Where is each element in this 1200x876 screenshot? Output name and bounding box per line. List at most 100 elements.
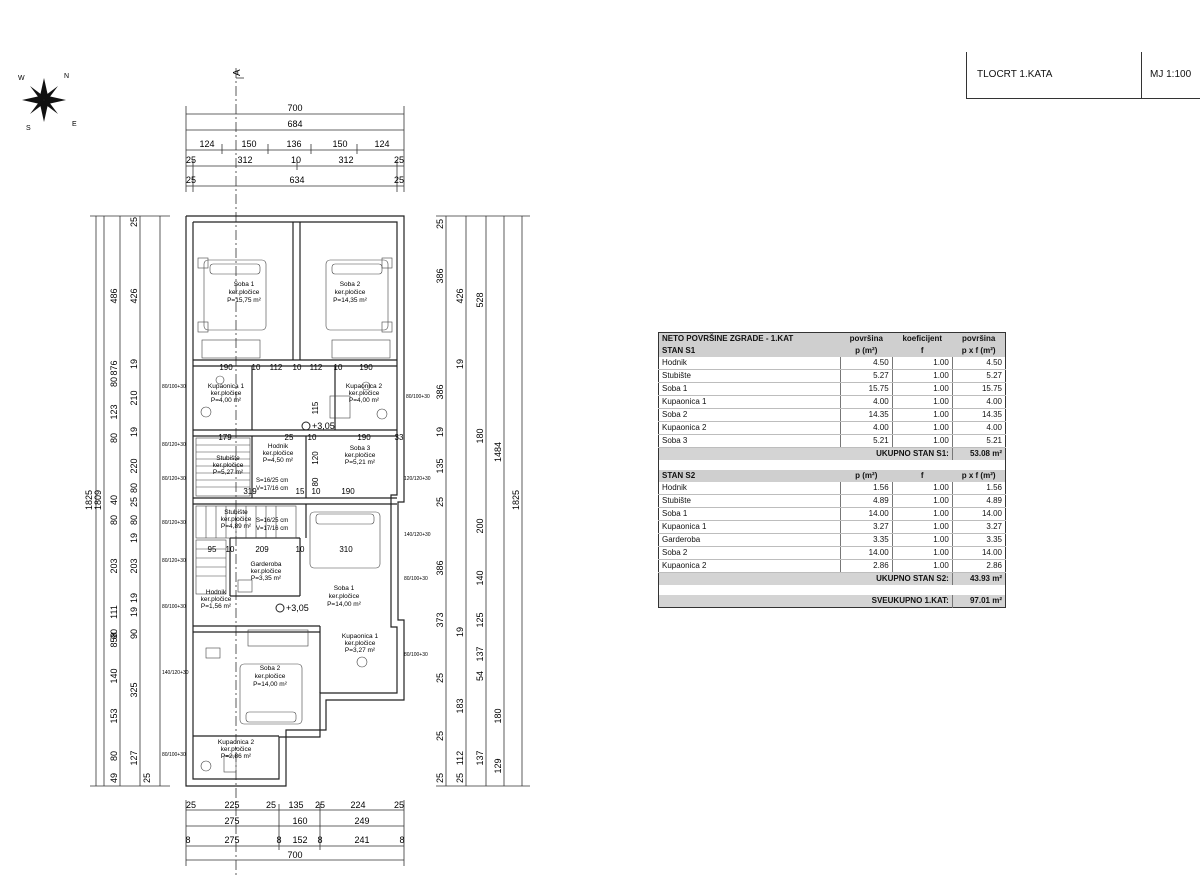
dim-text: 80 — [311, 477, 320, 486]
room-area: P=3,27 m² — [345, 647, 376, 654]
dim-text: 210 — [129, 390, 139, 405]
dim-text: 200 — [475, 518, 485, 533]
room-area: P=2,86 m² — [221, 753, 252, 760]
dim-text: 33 — [395, 433, 404, 442]
coefficient-cell: 1.00 — [891, 520, 953, 534]
coefficient-cell: 1.00 — [891, 533, 953, 547]
coefficient-cell: 1.00 — [891, 395, 953, 409]
dim-text: 203 — [109, 558, 119, 573]
dim-text: 150 — [241, 139, 256, 149]
room-area: P=14,35 m² — [333, 297, 368, 304]
dim-text: 220 — [129, 458, 139, 473]
room-label: Stubište ker.pločice P=4,89 m² — [221, 509, 252, 530]
stair-notes: S=16/25 cm V=17/16 cm S=16/25 cm V=17/16… — [256, 478, 288, 532]
dim-text: 190 — [359, 363, 373, 372]
right-dimension-texts: 1825 528 1484 180 129 426 19 180 200 140… — [435, 219, 521, 783]
dim-text: 25 — [394, 175, 404, 185]
room-name-cell: Soba 1 — [658, 382, 841, 396]
dim-text: 80 — [109, 515, 119, 525]
opening-note: 80/120+30 — [162, 558, 186, 564]
opening-note: 140/120+30 — [162, 670, 189, 676]
dim-text: 112 — [270, 363, 283, 372]
dim-text: 112 — [455, 751, 465, 765]
left-dimension-texts: 1825 1809 876 858 486 80 123 80 220 40 8… — [84, 217, 152, 783]
room-area: P=4,50 m² — [263, 457, 294, 464]
room-floor: ker.pločice — [229, 289, 260, 296]
room-name: Stubište — [216, 455, 240, 462]
room-name: Kupaonica 1 — [208, 383, 245, 390]
dim-text: 10 — [308, 433, 317, 442]
room-name-cell: Hodnik — [658, 357, 841, 370]
dim-text: 386 — [435, 560, 445, 575]
dim-text: 10 — [334, 363, 343, 372]
dim-text: 140 — [475, 570, 485, 585]
dim-text: 80 — [109, 433, 119, 443]
dim-text: 25 — [129, 217, 139, 227]
dim-text: 19 — [455, 359, 465, 369]
dim-text: 19 — [129, 359, 139, 369]
room-name: Hodnik — [206, 589, 227, 596]
weighted-area-cell: 15.75 — [951, 382, 1006, 396]
dim-text: 111 — [109, 605, 119, 619]
coefficient-cell: 1.00 — [891, 382, 953, 396]
column-label: površina — [849, 334, 883, 343]
scale-label: MJ 1:100 — [1150, 69, 1192, 80]
dim-text: 25 — [435, 773, 445, 783]
dim-text: 90 — [129, 629, 139, 639]
section-total-label: UKUPNO STAN S1: — [876, 449, 949, 458]
dim-text: 249 — [354, 816, 369, 826]
bottom-dimensions — [185, 800, 405, 866]
spacer-row — [659, 585, 1006, 595]
room-floor: ker.pločice — [221, 516, 252, 523]
level-text: +3,05 — [312, 421, 335, 431]
room-name: Kupaonica 2 — [346, 383, 383, 390]
room-floor: ker.pločice — [221, 746, 252, 753]
dim-text: 10 — [291, 155, 301, 165]
dim-text: 120 — [311, 451, 320, 465]
section-total-value: 43.93 m² — [951, 572, 1006, 585]
dim-text: 19 — [129, 427, 139, 437]
weighted-area-cell: 3.27 — [951, 520, 1006, 534]
dim-text: 152 — [292, 835, 307, 845]
dim-text: 25 — [142, 773, 152, 783]
room-floor: ker.pločice — [349, 390, 380, 397]
building-walls — [185, 215, 405, 787]
dim-text: 25 — [394, 155, 404, 165]
room-name-cell: Stubište — [658, 494, 841, 508]
dim-text: 876 — [109, 360, 119, 375]
dim-text: 700 — [287, 850, 302, 860]
dim-text: 25 — [394, 800, 404, 810]
coefficient-cell: 1.00 — [891, 357, 953, 370]
opening-note: 120/120+30 — [404, 476, 431, 482]
section-total-value: 53.08 m² — [951, 447, 1006, 460]
area-cell: 1.56 — [839, 482, 893, 495]
room-label: Kupaonica 1 ker.pločice P=3,27 m² — [342, 633, 379, 654]
section-name: STAN S1 — [662, 346, 696, 355]
grand-total-row: SVEUKUPNO 1.KAT:97.01 m² — [658, 595, 1006, 608]
opening-note: 80/100+30 — [162, 384, 186, 390]
dim-text: 54 — [475, 671, 485, 681]
dim-text: 10 — [226, 545, 235, 554]
room-label: Garderoba ker.pločice P=3,35 m² — [250, 561, 281, 582]
column-unit: p (m²) — [855, 471, 878, 480]
dim-text: 10 — [293, 363, 302, 372]
room-name-cell: Soba 3 — [658, 434, 841, 448]
room-floor: ker.pločice — [335, 289, 366, 296]
room-name: Hodnik — [268, 443, 289, 450]
grand-total-label: SVEUKUPNO 1.KAT: — [871, 596, 949, 605]
column-unit: f — [920, 471, 924, 480]
room-label: Hodnik ker.pločice P=4,50 m² — [263, 443, 294, 464]
room-floor: ker.pločice — [251, 568, 282, 575]
area-cell: 15.75 — [839, 382, 893, 396]
dim-text: 312 — [338, 155, 353, 165]
room-name: Kupaonica 2 — [218, 739, 255, 746]
column-label: koeficijent — [902, 334, 943, 343]
